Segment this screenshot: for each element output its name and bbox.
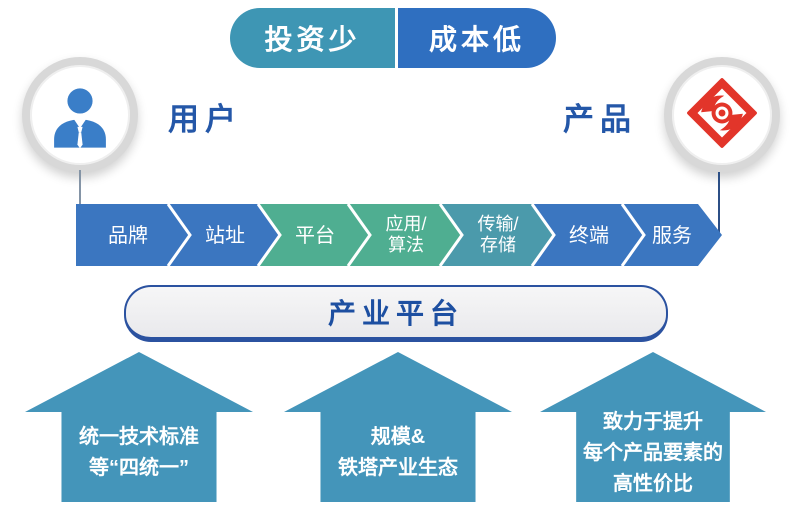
chain-segment-3: [258, 204, 370, 266]
connector-line-right: [718, 172, 720, 236]
chain-segment-label: 品牌: [108, 224, 148, 247]
chain-segment-label: 站址: [205, 224, 245, 247]
top-pills: 投资少 成本低: [230, 8, 556, 68]
arrow-line: 等“四统一”: [89, 457, 189, 480]
chain-segment-label: 服务: [652, 224, 692, 247]
product-label: 产品: [563, 102, 637, 137]
pill-low-investment-label: 投资少: [264, 24, 361, 55]
product-circle: [664, 57, 780, 173]
chain-segment-5: [440, 204, 554, 266]
chain-separator: [346, 204, 372, 266]
benefit-arrow-cost-performance-text: 致力于提升 每个产品要素的 高性价比: [554, 409, 753, 498]
arrow-line: 规模&: [370, 426, 426, 449]
chain-segment-label: 应用/算法: [385, 214, 426, 255]
connector-line-left: [79, 170, 81, 206]
user-label: 用户: [168, 102, 242, 137]
chain-separator: [256, 204, 282, 266]
chain-segment-1: [76, 204, 190, 266]
arrow-line: 致力于提升: [603, 410, 703, 433]
chain-separator: [166, 204, 192, 266]
chain-segment-6: [532, 204, 644, 266]
benefit-arrow-ecosystem: 规模& 铁塔产业生态: [284, 352, 512, 502]
benefit-arrow-cost-performance: 致力于提升 每个产品要素的 高性价比: [540, 352, 766, 502]
chain-separator: [530, 204, 556, 266]
pill-low-investment: 投资少: [230, 8, 395, 68]
chain-segment-7: [622, 204, 722, 266]
benefit-arrow-standards: 统一技术标准 等“四统一”: [25, 352, 253, 502]
pill-low-cost: 成本低: [398, 8, 556, 68]
chain-segment-label: 终端: [569, 224, 609, 247]
user-icon: [43, 81, 117, 160]
chain-separator: [620, 204, 646, 266]
industry-platform-box: 产业平台: [124, 285, 668, 342]
china-tower-logo-icon: [686, 77, 758, 154]
value-chain: 品牌 站址 平台 应用/算法 传输/存储 终端 服务: [76, 204, 722, 266]
arrow-line: 高性价比: [613, 472, 693, 495]
industry-platform-label: 产业平台: [327, 298, 464, 329]
pill-low-cost-label: 成本低: [428, 24, 525, 55]
chain-separator: [438, 204, 464, 266]
chain-segment-label: 平台: [295, 224, 335, 247]
benefit-arrow-ecosystem-text: 规模& 铁塔产业生态: [298, 409, 499, 498]
benefit-arrow-standards-text: 统一技术标准 等“四统一”: [39, 409, 240, 498]
arrow-line: 铁塔产业生态: [338, 457, 458, 480]
arrow-line: 统一技术标准: [79, 426, 199, 449]
chain-segment-label: 传输/存储: [477, 214, 518, 255]
chain-segment-4: [348, 204, 462, 266]
user-circle: [22, 57, 138, 173]
chain-segment-2: [168, 204, 280, 266]
arrow-line: 每个产品要素的: [583, 441, 723, 464]
